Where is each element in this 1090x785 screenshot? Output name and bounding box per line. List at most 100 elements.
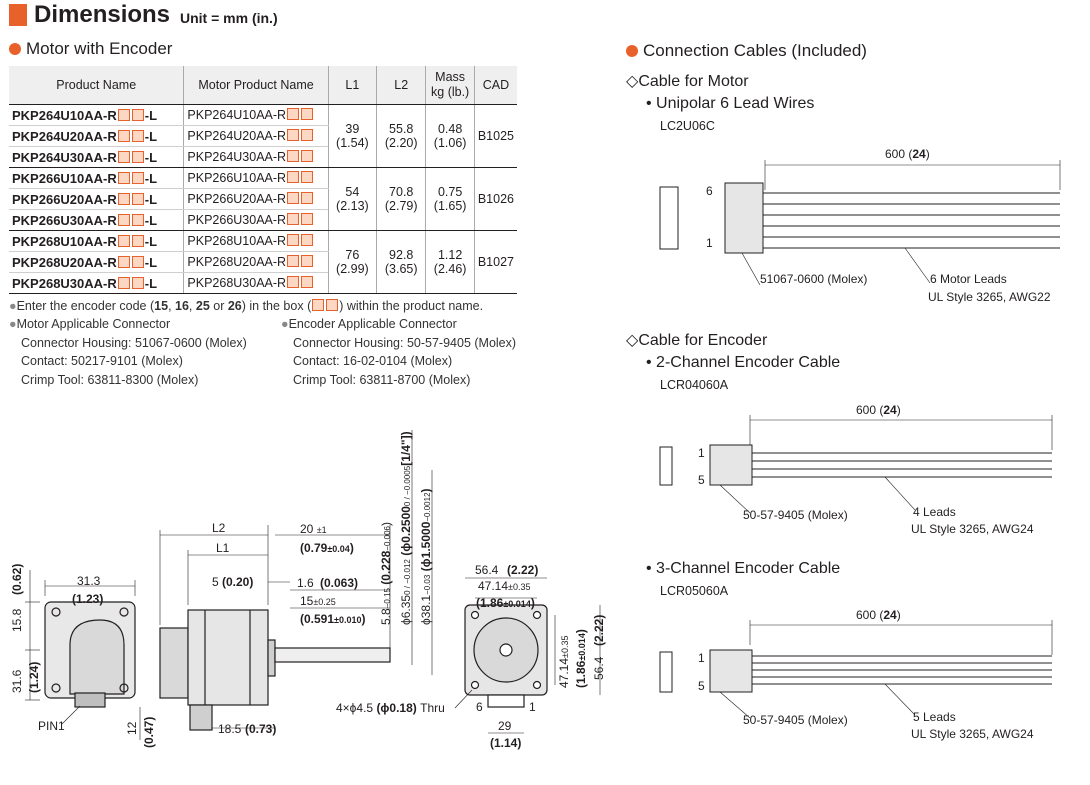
encoder-cable-title: ◇Cable for Encoder bbox=[626, 332, 768, 349]
product-name-cell: PKP268U30AA-R-L bbox=[9, 272, 184, 294]
svg-text:(0.591±0.010): (0.591±0.010) bbox=[300, 612, 366, 626]
svg-text:6 Motor Leads: 6 Motor Leads bbox=[930, 272, 1007, 286]
svg-text:20 ±1: 20 ±1 bbox=[300, 522, 327, 536]
svg-text:ϕ38.1−0.03 (ϕ1.5000−0.0012): ϕ38.1−0.03 (ϕ1.5000−0.0012) bbox=[419, 488, 433, 625]
svg-text:(0.79±0.04): (0.79±0.04) bbox=[300, 541, 354, 555]
svg-text:ϕ6.350 / −0.012 (ϕ0.25000 / −0: ϕ6.350 / −0.012 (ϕ0.25000 / −0.0005[1/4"… bbox=[399, 431, 413, 625]
cad-cell[interactable]: B1026 bbox=[473, 167, 517, 231]
svg-text:18.5: 18.5 bbox=[218, 722, 242, 736]
l1-cell: 76(2.99) bbox=[327, 230, 377, 294]
svg-text:(0.20): (0.20) bbox=[222, 575, 253, 589]
l2-cell: 70.8(2.79) bbox=[376, 167, 426, 231]
svg-text:6: 6 bbox=[476, 700, 483, 714]
section-bullet-icon bbox=[626, 45, 638, 57]
motor-cable-subtitle: • Unipolar 6 Lead Wires bbox=[646, 95, 815, 112]
l2-cell: 55.8(2.20) bbox=[376, 104, 426, 168]
svg-text:56.4: 56.4 bbox=[475, 563, 499, 577]
svg-text:31.3: 31.3 bbox=[77, 574, 101, 588]
product-name-cell: PKP268U20AA-R-L bbox=[9, 251, 184, 273]
svg-text:UL Style 3265, AWG24: UL Style 3265, AWG24 bbox=[911, 727, 1034, 741]
motor-cable-title: ◇Cable for Motor bbox=[626, 73, 749, 90]
svg-text:5: 5 bbox=[698, 473, 705, 487]
svg-text:(2.22): (2.22) bbox=[507, 563, 538, 577]
l2-cell: 92.8(3.65) bbox=[376, 230, 426, 294]
motor-product-name-cell: PKP268U10AA-R bbox=[183, 230, 329, 252]
svg-text:(0.47): (0.47) bbox=[142, 717, 156, 748]
svg-text:(1.86±0.014): (1.86±0.014) bbox=[476, 596, 535, 610]
product-name-cell: PKP266U30AA-R-L bbox=[9, 209, 184, 231]
svg-text:15±0.25: 15±0.25 bbox=[300, 594, 336, 608]
svg-text:600 (24): 600 (24) bbox=[856, 608, 901, 622]
mass-cell: 0.75(1.65) bbox=[425, 167, 475, 231]
enc2-subtitle: • 2-Channel Encoder Cable bbox=[646, 354, 841, 371]
svg-text:(0.063): (0.063) bbox=[320, 576, 358, 590]
svg-text:47.14±0.35: 47.14±0.35 bbox=[557, 636, 571, 689]
svg-text:12: 12 bbox=[125, 721, 139, 735]
svg-text:50-57-9405 (Molex): 50-57-9405 (Molex) bbox=[743, 508, 848, 522]
motor-cable-drawing: 600 (24) 6 1 51067-0600 (Molex) 6 Motor … bbox=[659, 147, 1061, 304]
svg-text:(1.86±0.014): (1.86±0.014) bbox=[574, 629, 588, 688]
svg-text:(0.73): (0.73) bbox=[245, 722, 276, 736]
svg-text:UL Style 3265, AWG22: UL Style 3265, AWG22 bbox=[928, 290, 1051, 304]
header-accent-bar bbox=[9, 4, 27, 26]
page-title: Dimensions bbox=[34, 1, 171, 28]
motor-product-name-cell: PKP268U20AA-R bbox=[183, 251, 329, 273]
svg-text:1: 1 bbox=[698, 651, 705, 665]
motor-cable-model: LC2U06C bbox=[660, 119, 715, 133]
svg-text:600 (24): 600 (24) bbox=[856, 403, 901, 417]
enc3-cable-drawing: 600 (24) 1 5 50-57-9405 (Molex) 5 Leads … bbox=[659, 608, 1053, 741]
col-motor-product-name: Motor Product Name bbox=[183, 66, 329, 105]
svg-text:(1.24): (1.24) bbox=[27, 662, 41, 693]
svg-text:600 (24): 600 (24) bbox=[885, 147, 930, 161]
l1-cell: 39(1.54) bbox=[327, 104, 377, 168]
col-l2: L2 bbox=[376, 66, 426, 105]
motor-product-name-cell: PKP264U10AA-R bbox=[183, 104, 329, 126]
motor-back-view bbox=[44, 601, 136, 708]
encoder-connector-note: ●Encoder Applicable Connector Connector … bbox=[281, 317, 517, 387]
product-name-cell: PKP264U30AA-R-L bbox=[9, 146, 184, 168]
motor-side-view bbox=[159, 609, 391, 731]
svg-text:L2: L2 bbox=[212, 521, 226, 535]
svg-text:1: 1 bbox=[529, 700, 536, 714]
svg-text:4 Leads: 4 Leads bbox=[913, 505, 956, 519]
product-name-cell: PKP264U10AA-R-L bbox=[9, 104, 184, 126]
svg-text:5: 5 bbox=[212, 575, 219, 589]
cad-cell[interactable]: B1025 bbox=[473, 104, 517, 168]
svg-text:(2.22): (2.22) bbox=[592, 615, 606, 646]
cad-cell[interactable]: B1027 bbox=[473, 230, 517, 294]
svg-text:L1: L1 bbox=[216, 541, 230, 555]
svg-text:50-57-9405 (Molex): 50-57-9405 (Molex) bbox=[743, 713, 848, 727]
motor-product-name-cell: PKP264U20AA-R bbox=[183, 125, 329, 147]
motor-product-name-cell: PKP266U10AA-R bbox=[183, 167, 329, 189]
mass-cell: 0.48(1.06) bbox=[425, 104, 475, 168]
motor-connector-note: ●Motor Applicable Connector Connector Ho… bbox=[9, 317, 247, 387]
svg-text:15.8: 15.8 bbox=[10, 608, 24, 632]
svg-text:(1.14): (1.14) bbox=[490, 736, 521, 750]
svg-text:29: 29 bbox=[498, 719, 512, 733]
enc3-model: LCR05060A bbox=[660, 584, 729, 598]
motor-product-name-cell: PKP266U20AA-R bbox=[183, 188, 329, 210]
product-name-cell: PKP268U10AA-R-L bbox=[9, 230, 184, 252]
svg-text:PIN1: PIN1 bbox=[38, 719, 65, 733]
motor-dimension-drawing: 31.3 (1.23) 15.8 (0.62) 31.6 (1.24) 12 (… bbox=[10, 430, 606, 750]
col-l1: L1 bbox=[327, 66, 377, 105]
svg-text:31.6: 31.6 bbox=[10, 669, 24, 693]
enc2-cable-drawing: 600 (24) 1 5 50-57-9405 (Molex) 4 Leads … bbox=[659, 403, 1053, 536]
enc2-model: LCR04060A bbox=[660, 378, 729, 392]
motor-product-name-cell: PKP264U30AA-R bbox=[183, 146, 329, 168]
product-name-cell: PKP266U20AA-R-L bbox=[9, 188, 184, 210]
enc3-subtitle: • 3-Channel Encoder Cable bbox=[646, 560, 841, 577]
col-cad: CAD bbox=[473, 66, 517, 105]
svg-text:47.14±0.35: 47.14±0.35 bbox=[478, 579, 531, 593]
spec-table: Product Name Motor Product Name L1 L2 Ma… bbox=[9, 66, 517, 294]
mass-cell: 1.12(2.46) bbox=[425, 230, 475, 294]
svg-text:4×ϕ4.5 (ϕ0.18) Thru: 4×ϕ4.5 (ϕ0.18) Thru bbox=[336, 701, 445, 715]
